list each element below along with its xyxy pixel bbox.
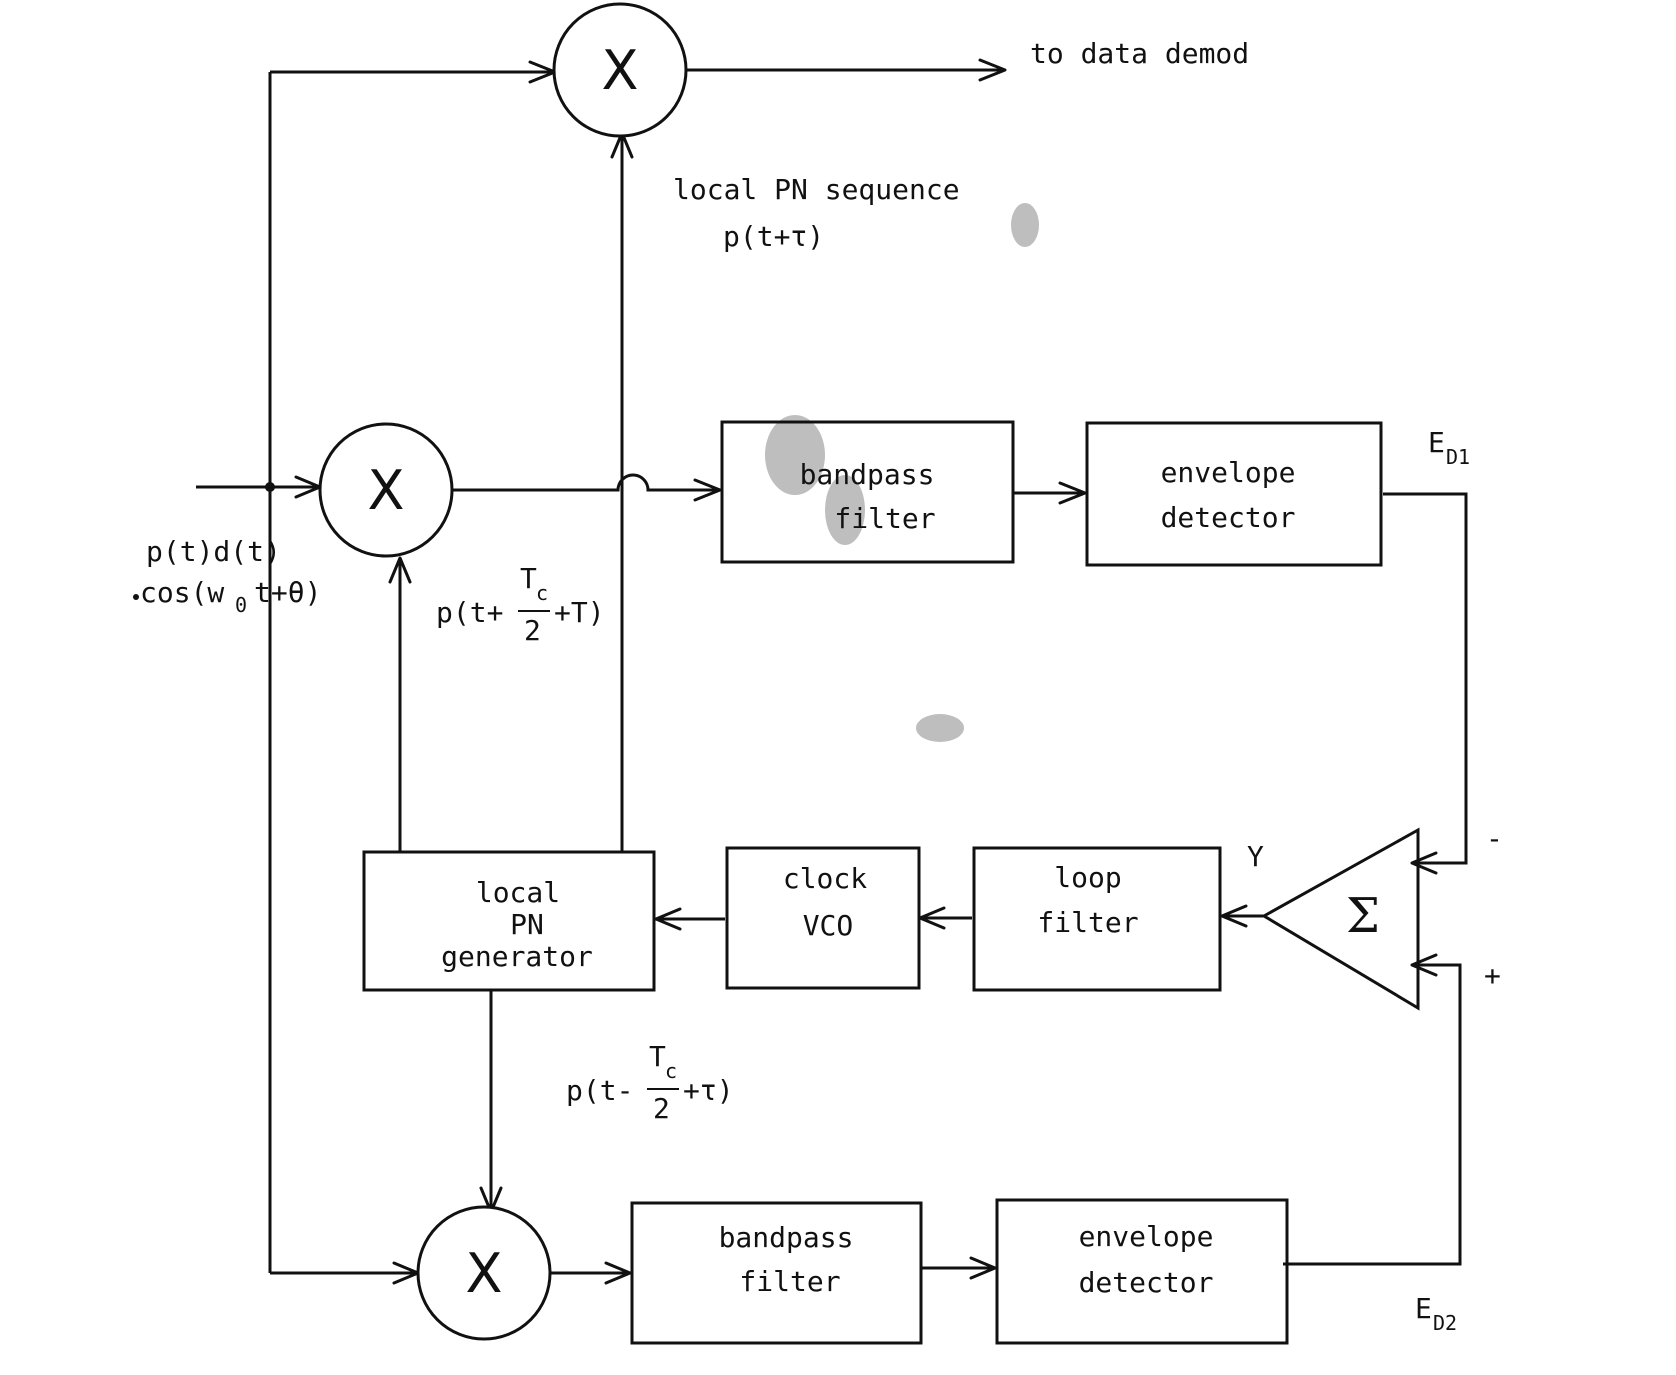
loop-filter-line1: loop [1054,861,1121,894]
svg-text:+τ): +τ) [683,1074,734,1107]
block-bandpass-filter-2: bandpass filter [630,1201,923,1345]
svg-text:+T): +T) [554,596,605,629]
block-clock-vco: clock VCO [725,846,921,990]
arrowhead-data-out [978,58,1007,82]
svg-text:E: E [1415,1292,1432,1325]
svg-text:2: 2 [524,614,541,647]
env1-line1: envelope [1161,456,1296,489]
svg-text:T: T [520,562,537,595]
pn-gen-line3: generator [441,940,593,973]
svg-text:p(t+: p(t+ [436,596,503,629]
svg-text:cos(w: cos(w [140,576,224,609]
minus-sign: - [1486,822,1503,855]
signal-wires [196,68,1468,1275]
arrowhead-bpf1-in [693,478,722,502]
arrowhead-sum-minus [1410,851,1438,875]
arrowhead-loop-filter-in [1220,904,1248,928]
vco-line2: VCO [803,909,854,942]
input-signal-line1: p(t)d(t) [146,535,281,568]
multiplier-bottom: X [416,1205,552,1341]
y-label: Y [1247,840,1264,873]
ed1-label: E D1 [1428,426,1470,469]
multiplier-top: X [552,2,688,138]
svg-text:c: c [665,1059,677,1083]
arrowhead-sum-plus [1410,953,1438,977]
multiplier-middle: X [318,422,454,558]
arrowhead-env2-in [969,1256,997,1280]
env2-line1: envelope [1079,1220,1214,1253]
pn-gen-line1: local [476,876,560,909]
vco-line1: clock [783,862,867,895]
svg-text:D2: D2 [1433,1311,1457,1335]
block-envelope-detector-1: envelope detector [1085,421,1383,567]
svg-text:2: 2 [653,1092,670,1125]
early-code-label: p(t+ T c 2 +T) [436,562,605,647]
arrowhead-env1-in [1058,481,1087,505]
plus-sign: + [1484,959,1501,992]
loop-filter-line2: filter [1037,906,1138,939]
env2-line2: detector [1079,1266,1214,1299]
svg-text:0: 0 [235,593,247,617]
ed1-to-sum [1383,492,1468,865]
block-bandpass-filter-1: bandpass filter [720,420,1015,564]
arrowhead-bpf2-in [604,1261,632,1285]
sigma-symbol: Σ [1346,888,1380,944]
summing-amplifier: Σ [1261,827,1420,1011]
svg-text:t+θ): t+θ) [254,576,321,609]
bpf1-line1: bandpass [800,458,935,491]
input-signal-line2: cos(w 0 t+θ) [133,576,321,617]
arrowhead-mid-mult-early [388,556,412,584]
ed2-label: E D2 [1415,1292,1457,1335]
bpf2-line1: bandpass [719,1221,854,1254]
env1-line2: detector [1161,501,1296,534]
output-label: to data demod [1030,37,1249,70]
multiplier-middle-symbol: X [368,459,405,522]
multiplier-top-symbol: X [602,39,639,102]
block-loop-filter: loop filter [972,846,1222,992]
ed2-to-sum [1283,963,1462,1266]
svg-text:E: E [1428,426,1445,459]
svg-text:p(t-: p(t- [566,1074,633,1107]
mid-mult-to-bpf [450,473,720,492]
bpf1-line2: filter [834,502,935,535]
late-code-label: p(t- T c 2 +τ) [566,1040,734,1125]
arrowhead-pn-gen-in [654,907,682,931]
pn-gen-line2: PN [510,908,544,941]
svg-text:D1: D1 [1446,445,1470,469]
local-pn-sequence-expr: p(t+τ) [723,220,824,253]
svg-text:c: c [536,581,548,605]
local-pn-sequence-label: local PN sequence [673,173,960,206]
block-local-pn-generator: local PN generator [362,850,656,992]
bpf2-line2: filter [739,1265,840,1298]
arrowheads [294,58,1438,1285]
svg-text:T: T [649,1040,666,1073]
block-envelope-detector-2: envelope detector [995,1198,1289,1345]
multiplier-bottom-symbol: X [466,1242,503,1305]
scan-speckles [765,203,1039,742]
